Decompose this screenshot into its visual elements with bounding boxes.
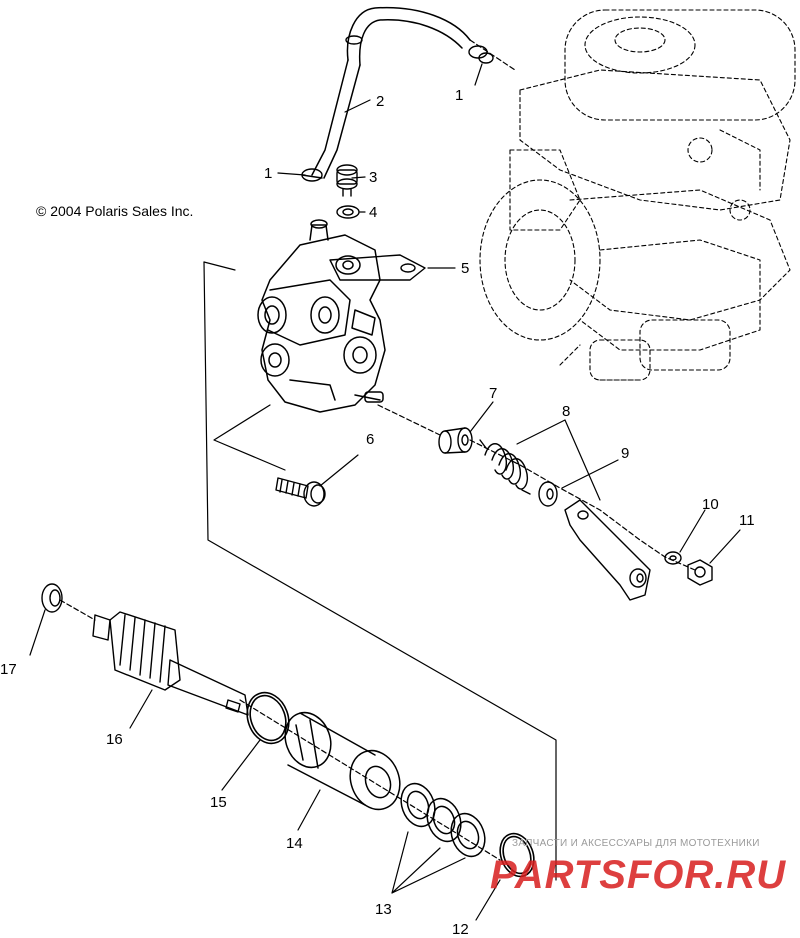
- small-washer-part: [664, 551, 682, 565]
- o-ring-part: [336, 205, 360, 219]
- snap-ring-part: [499, 832, 535, 878]
- nut-part: [687, 559, 713, 586]
- assembly-bracket-lines: [59, 39, 696, 881]
- leader-lines: [29, 63, 741, 921]
- copyright-notice: © 2004 Polaris Sales Inc.: [36, 203, 194, 219]
- callout-13: 13: [375, 901, 392, 918]
- oil-pump-body: [257, 219, 386, 413]
- watermark-tagline: ЗАПЧАСТИ И АКСЕССУАРЫ ДЛЯ МОТОТЕХНИКИ: [512, 838, 760, 849]
- callout-5: 5: [461, 260, 470, 277]
- washer-part: [538, 481, 558, 507]
- callout-16: 16: [106, 731, 123, 748]
- callout-8: 8: [562, 403, 571, 420]
- drive-gear-shaft: [92, 611, 249, 716]
- gasket-plate: [329, 254, 426, 281]
- thrust-washer-part: [41, 583, 63, 613]
- callout-9: 9: [621, 445, 630, 462]
- fuel-hose: [311, 6, 471, 179]
- bushing-part: [438, 427, 473, 454]
- shim-set-part: [400, 782, 486, 858]
- carburetor-outline: [479, 9, 796, 381]
- callout-1-upper: 1: [455, 87, 464, 104]
- callout-11: 11: [739, 512, 755, 529]
- callout-14: 14: [286, 835, 303, 852]
- callout-7: 7: [489, 385, 498, 402]
- callout-15: 15: [210, 794, 227, 811]
- callout-1-lower: 1: [264, 165, 273, 182]
- callout-3: 3: [369, 169, 378, 186]
- callout-17: 17: [0, 661, 17, 678]
- callout-10: 10: [702, 496, 719, 513]
- callout-12: 12: [452, 921, 469, 938]
- callout-4: 4: [369, 204, 378, 221]
- pump-lever-arm: [564, 499, 651, 601]
- fitting-part: [336, 164, 358, 197]
- callout-2: 2: [376, 93, 385, 110]
- bolt-part: [275, 477, 326, 507]
- watermark-logo: PARTSFOR.RU: [490, 853, 787, 897]
- hose-clamp-upper: [468, 45, 494, 64]
- callout-6: 6: [366, 431, 375, 448]
- o-ring-large-part: [246, 691, 290, 745]
- spring-part: [479, 439, 531, 495]
- pump-sleeve-part: [284, 711, 401, 811]
